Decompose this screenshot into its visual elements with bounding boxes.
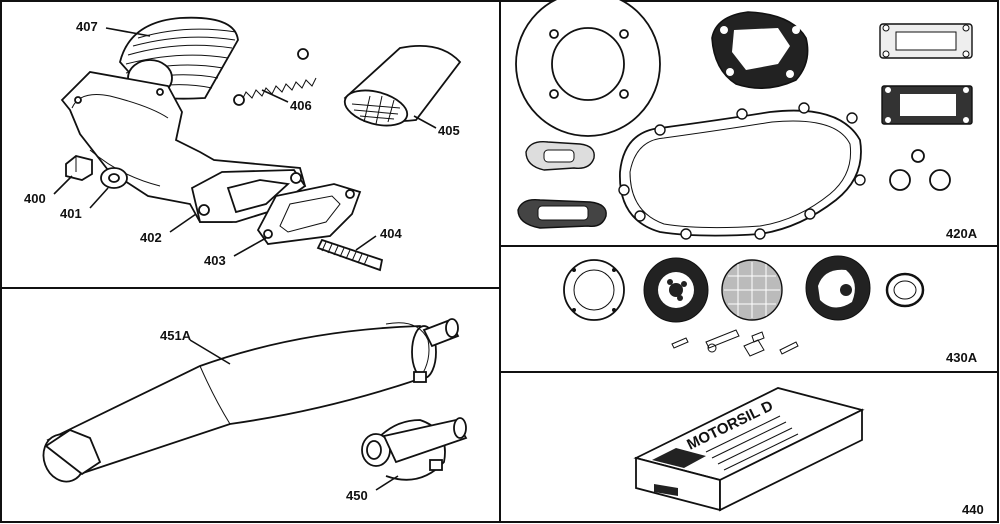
stud-404 [316, 238, 384, 272]
sealant-panel: MOTORSIL D 440 [633, 387, 984, 517]
callout-403: 403 [204, 253, 226, 268]
carb-ring [885, 272, 925, 308]
leaders-intake [53, 27, 437, 257]
crankcase-gasket [618, 102, 866, 240]
callout-400: 400 [24, 191, 46, 206]
carb-diaphragm-1 [643, 257, 709, 323]
callout-402: 402 [140, 230, 162, 245]
reed-gasket-dark [881, 85, 973, 125]
callout-420A: 420A [946, 226, 978, 241]
callout-401: 401 [60, 206, 82, 221]
callout-430A: 430A [946, 350, 978, 365]
callout-451A: 451A [160, 328, 192, 343]
callout-440: 440 [962, 502, 984, 517]
nut-400 [65, 155, 93, 181]
flange-gasket-top [525, 141, 595, 171]
carb-kit-panel: 430A [563, 255, 978, 365]
silencer-451A [42, 318, 460, 483]
clamp-450 [361, 417, 468, 481]
spring-406 [233, 48, 317, 106]
gasket-kit-panel: 420A [515, 0, 978, 241]
reed-gasket-light [879, 23, 973, 59]
carb-diaphragm-2 [805, 255, 871, 321]
carb-small-parts [671, 329, 799, 357]
o-rings [889, 149, 951, 191]
exhaust-panel: 451A 450 [42, 318, 468, 503]
filter-405 [343, 45, 462, 127]
callout-450: 450 [346, 488, 368, 503]
flange-gasket-bottom [517, 199, 607, 229]
leaders-exhaust [189, 339, 399, 491]
callout-404: 404 [380, 226, 402, 241]
intake-panel: 407 400 401 402 403 404 405 406 [24, 16, 462, 272]
carb-gasket-1 [563, 259, 625, 321]
carb-screen [721, 259, 783, 321]
callout-407: 407 [76, 19, 98, 34]
head-gasket [515, 0, 661, 137]
washer-401 [100, 167, 128, 189]
manifold-402 [60, 71, 307, 223]
callout-406: 406 [290, 98, 312, 113]
callout-405: 405 [438, 123, 460, 138]
gasket-403 [256, 183, 362, 245]
base-gasket [711, 11, 809, 89]
sealant-box: MOTORSIL D [633, 387, 865, 512]
